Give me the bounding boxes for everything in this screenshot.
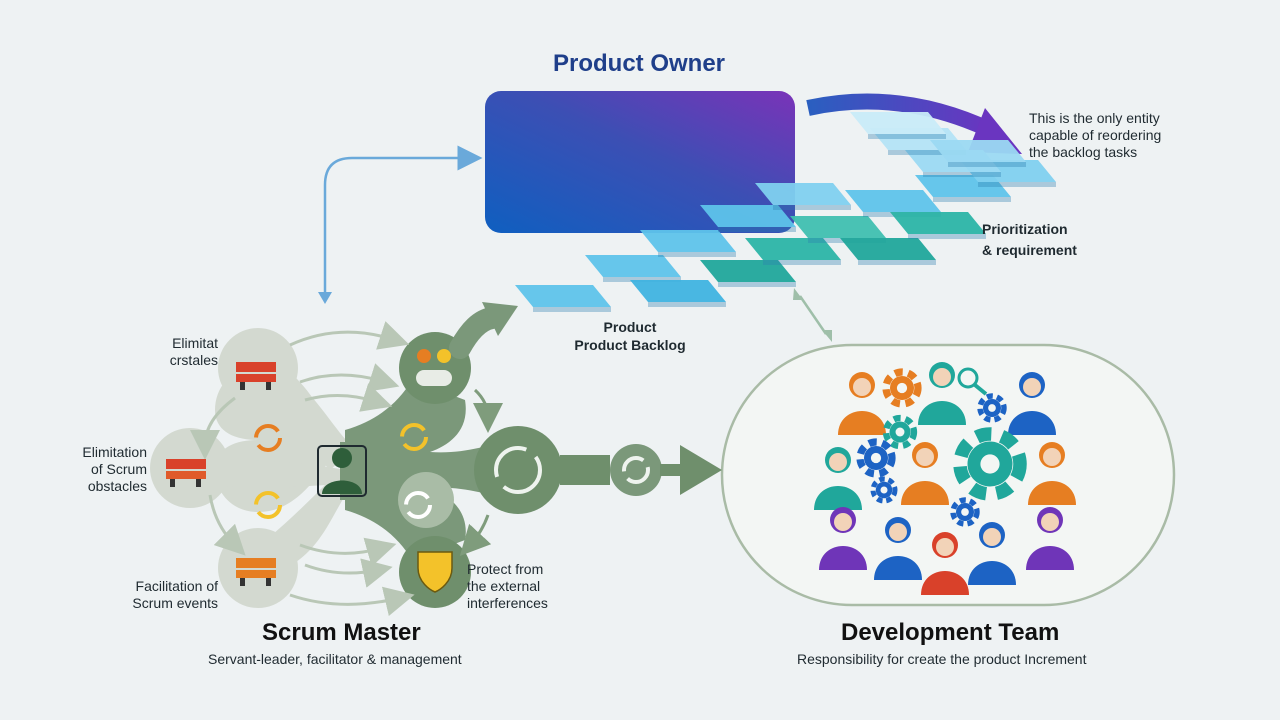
backlog-item bbox=[850, 112, 946, 134]
development-team-title: Development Team bbox=[841, 619, 1060, 646]
sm-label-top: Elimitat crstales bbox=[169, 335, 218, 368]
backlog-item bbox=[585, 255, 681, 277]
backlog-item bbox=[890, 212, 986, 234]
backlog-item bbox=[930, 140, 1026, 162]
hub-arrows bbox=[190, 321, 415, 617]
gear-icon bbox=[977, 393, 1007, 423]
development-team-subtitle: Responsibility for create the product In… bbox=[797, 651, 1087, 667]
development-team-gears bbox=[856, 368, 1027, 527]
backlog-item bbox=[700, 205, 796, 227]
development-team-members bbox=[814, 362, 1076, 595]
shield-icon bbox=[417, 551, 453, 593]
barrier-icon bbox=[236, 558, 276, 586]
backlog-item bbox=[790, 216, 886, 238]
backlog-item bbox=[755, 183, 851, 205]
arrow-icon bbox=[793, 288, 803, 300]
development-team-frame bbox=[720, 343, 1176, 607]
backlog-item bbox=[700, 260, 796, 282]
barrier-icon bbox=[166, 459, 206, 487]
arrow-icon bbox=[680, 445, 722, 495]
reorder-arrow bbox=[806, 93, 994, 138]
product-owner-box bbox=[485, 91, 795, 233]
gear-icon bbox=[882, 414, 918, 450]
cycle-icon bbox=[254, 423, 650, 519]
arrow-icon bbox=[482, 302, 518, 336]
backlog-item bbox=[640, 230, 736, 252]
magnifier-icon bbox=[957, 367, 988, 396]
backlog-item bbox=[630, 280, 726, 302]
sm-label-bottom: Facilitation of Scrum events bbox=[132, 578, 218, 611]
gear-icon bbox=[882, 368, 922, 408]
arrow-icon bbox=[822, 330, 832, 342]
backlog-item bbox=[840, 238, 936, 260]
product-backlog-label: Product Product Backlog bbox=[574, 319, 686, 353]
person-icon bbox=[317, 445, 367, 497]
scrum-master-subtitle: Servant-leader, facilitator & management bbox=[208, 651, 462, 667]
team-icon bbox=[416, 349, 452, 386]
gear-icon bbox=[870, 476, 898, 504]
sm-label-middle: Elimitation of Scrum obstacles bbox=[82, 444, 147, 494]
product-owner-title: Product Owner bbox=[553, 50, 726, 77]
arrow-icon bbox=[318, 292, 332, 304]
backlog-item bbox=[845, 190, 941, 212]
reorder-note: This is the only entity capable of reord… bbox=[1029, 110, 1162, 160]
flow-node bbox=[610, 444, 662, 496]
barrier-icon bbox=[236, 362, 276, 390]
backlog-item bbox=[745, 238, 841, 260]
gear-icon bbox=[953, 427, 1027, 501]
gear-icon bbox=[950, 497, 980, 527]
backlog-team-connector bbox=[798, 295, 828, 335]
sm-label-protect: Protect from the external interferences bbox=[467, 561, 548, 611]
prioritization-label: Prioritization & requirement bbox=[982, 221, 1077, 258]
scrum-master-title: Scrum Master bbox=[262, 619, 421, 646]
gear-icon bbox=[856, 438, 896, 478]
backlog-item bbox=[515, 285, 611, 307]
po-sm-connector bbox=[323, 145, 483, 300]
product-backlog-tiles bbox=[515, 112, 1056, 312]
